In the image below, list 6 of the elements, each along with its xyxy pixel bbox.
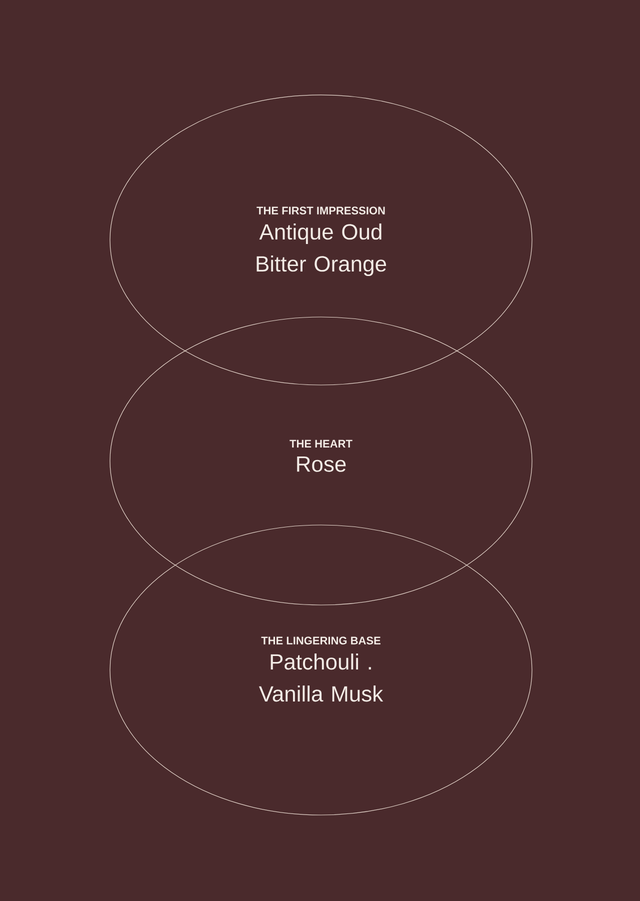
note-list: Antique Oud Bitter Orange	[256, 224, 386, 276]
note-list: Patchouli . Vanilla Musk	[258, 654, 384, 702]
tier-heading: THE FIRST IMPRESSION	[256, 206, 385, 214]
tier-heading: THE LINGERING BASE	[261, 636, 380, 644]
note-list: Rose	[297, 456, 346, 472]
tier-heading: THE HEART	[290, 440, 352, 448]
